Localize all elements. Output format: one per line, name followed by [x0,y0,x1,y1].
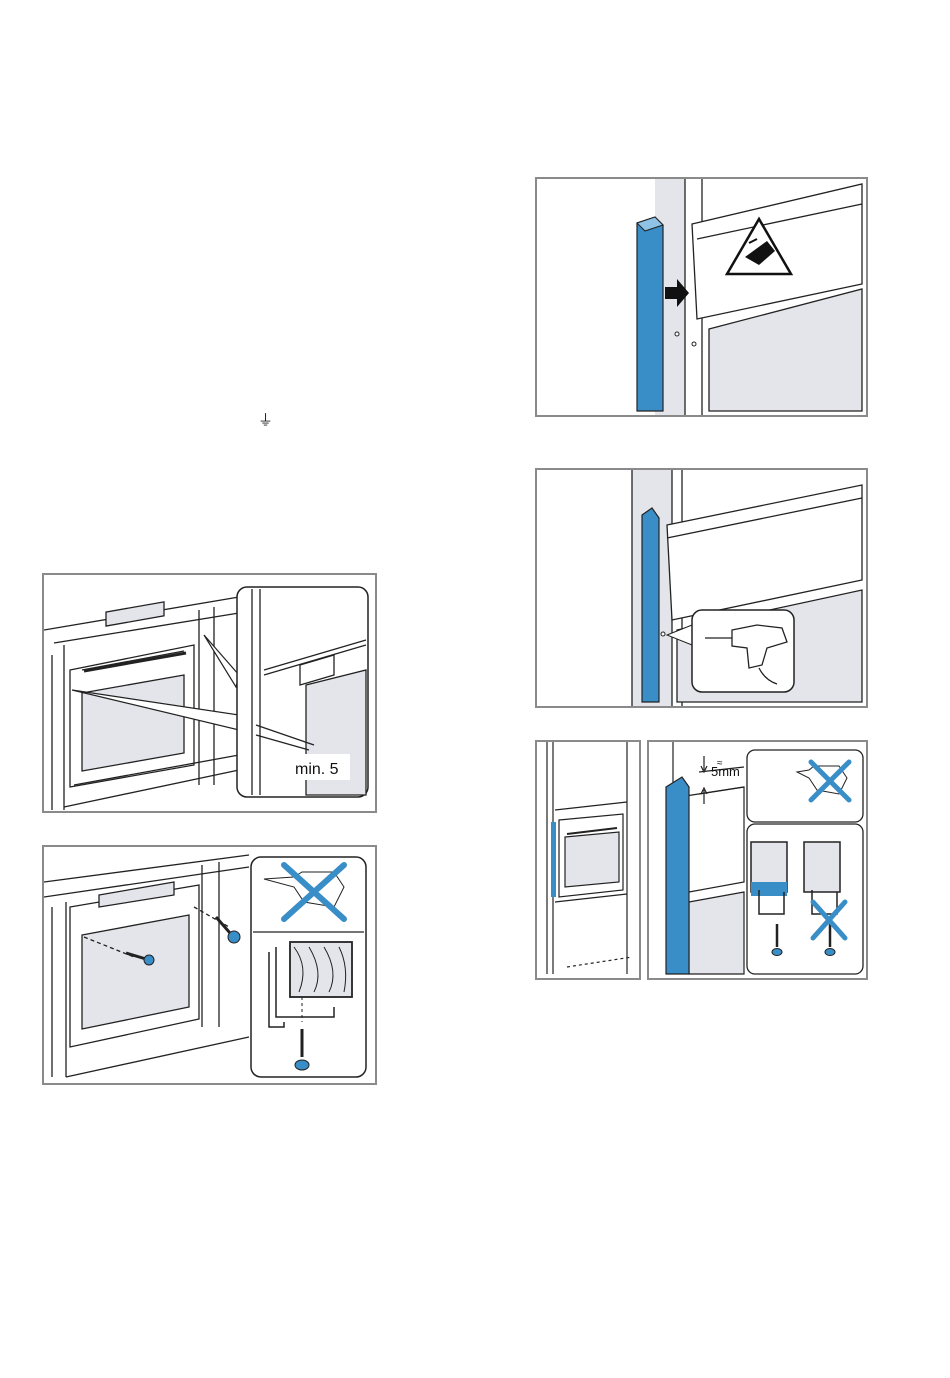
cabinet-side-illustration [537,742,641,980]
figure-oven-gap: min. 5 [42,573,377,813]
spacing-label: 5mm [711,764,740,779]
min-gap-label: min. 5 [295,761,339,778]
oven-gap-illustration: min. 5 [44,575,377,813]
figure-drill-strip [535,468,868,708]
screw-fixing-illustration [44,847,377,1085]
warning-strip-illustration [537,179,868,417]
protective-earth-icon: ⏚ [258,413,273,429]
drill-strip-illustration [537,470,868,708]
strip-spacing-illustration: ≈ 5mm [649,742,868,980]
figure-screw-fixing [42,845,377,1085]
figure-strip-spacing: ≈ 5mm [647,740,868,980]
figure-cabinet-side [535,740,641,980]
figure-warning-strip [535,177,868,417]
